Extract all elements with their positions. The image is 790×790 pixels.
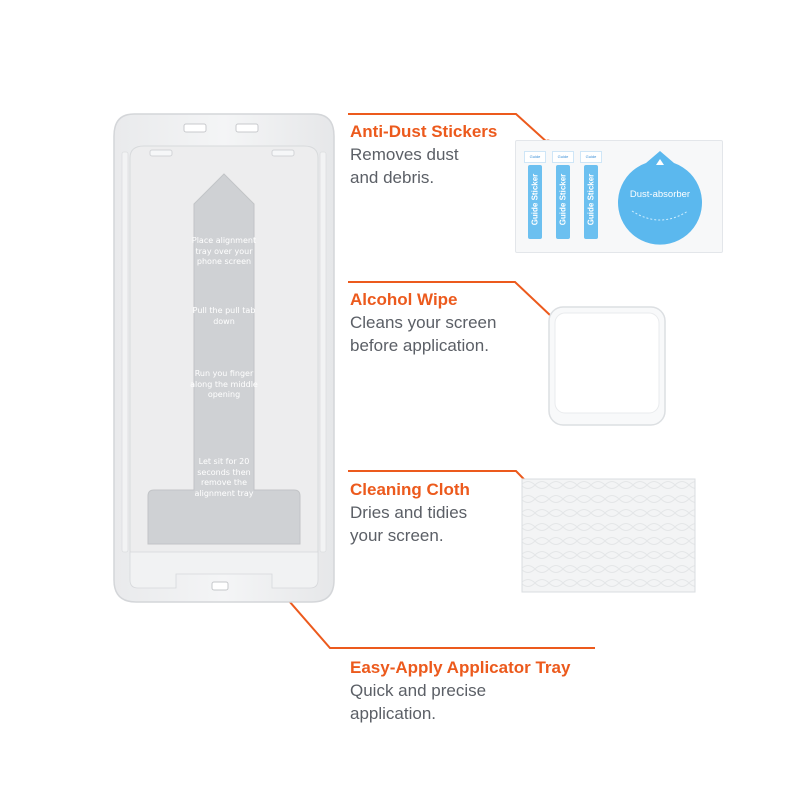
guide-sticker-head: Guide Sticker: [524, 151, 546, 169]
guide-sticker-label: Guide Sticker: [530, 173, 540, 226]
tray-illustration: [113, 113, 335, 603]
tray-step-1: Place alignment tray over your phone scr…: [191, 236, 257, 266]
guide-sticker-strip: Guide Sticker: [584, 165, 598, 239]
guide-sticker-strip: Guide Sticker: [556, 165, 570, 239]
callout-desc: Dries and tidies your screen.: [350, 503, 468, 545]
tray-step-3: Run you finger along the middle opening: [190, 369, 258, 399]
callout-desc: Quick and precise application.: [350, 681, 487, 723]
guide-sticker: Guide Sticker Guide Sticker: [580, 151, 602, 239]
tray-step-4: Let sit for 20 seconds then remove the a…: [194, 457, 254, 498]
callout-title: Cleaning Cloth: [350, 480, 470, 499]
dust-absorber-label: Dust-absorber: [629, 189, 691, 200]
callout-desc: Removes dust and debris.: [350, 145, 459, 187]
callout-applicator-tray: Easy-Apply Applicator Tray Quick and pre…: [350, 657, 570, 725]
guide-sticker-head: Guide Sticker: [580, 151, 602, 169]
guide-sticker: Guide Sticker Guide Sticker: [524, 151, 546, 239]
callout-desc: Cleans your screen before application.: [350, 313, 497, 355]
guide-sticker-label: Guide Sticker: [558, 173, 568, 226]
callout-cleaning-cloth: Cleaning Cloth Dries and tidies your scr…: [350, 479, 500, 547]
applicator-tray: Place alignment tray over your phone scr…: [112, 112, 336, 604]
callout-title: Easy-Apply Applicator Tray: [350, 658, 571, 677]
callout-title: Alcohol Wipe: [350, 290, 458, 309]
callout-anti-dust: Anti-Dust Stickers Removes dust and debr…: [350, 121, 497, 189]
guide-sticker-head: Guide Sticker: [552, 151, 574, 169]
callout-alcohol-wipe: Alcohol Wipe Cleans your screen before a…: [350, 289, 530, 357]
tray-step-2: Pull the pull tab down: [192, 306, 256, 326]
cleaning-cloth: [521, 478, 696, 593]
alcohol-wipe: [548, 306, 666, 426]
callout-title: Anti-Dust Stickers: [350, 122, 498, 141]
anti-dust-sticker-sheet: Guide Sticker Guide Sticker Guide Sticke…: [515, 140, 723, 253]
dust-absorber-sticker: [618, 151, 702, 245]
guide-sticker: Guide Sticker Guide Sticker: [552, 151, 574, 239]
guide-sticker-label: Guide Sticker: [586, 173, 596, 226]
guide-sticker-strip: Guide Sticker: [528, 165, 542, 239]
